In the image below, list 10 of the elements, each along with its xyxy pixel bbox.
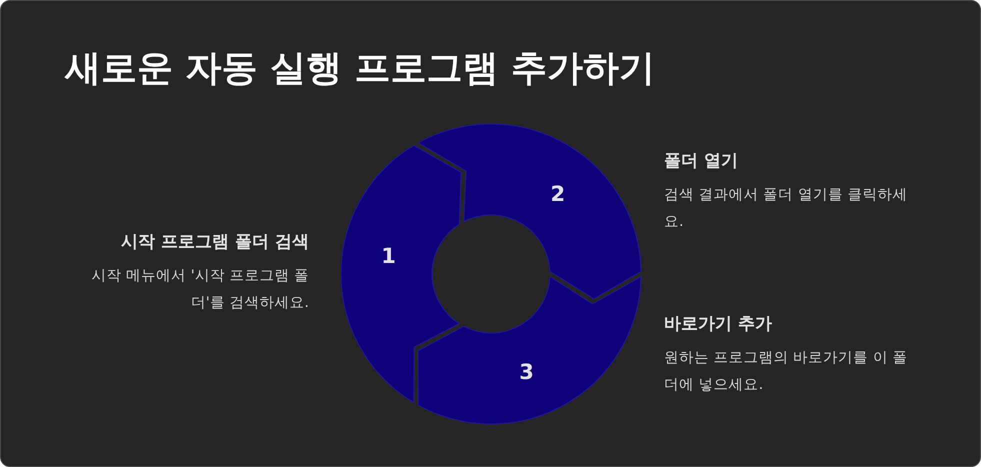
- step-number: 2: [550, 182, 566, 206]
- step-heading: 바로가기 추가: [664, 313, 773, 336]
- title: 새로운 자동 실행 프로그램 추가하기: [65, 47, 656, 91]
- step-number: 1: [381, 244, 396, 268]
- step-heading: 시작 프로그램 폴더 검색: [120, 231, 309, 254]
- step-number: 3: [519, 360, 534, 384]
- step-heading: 폴더 열기: [664, 150, 739, 173]
- step-description: 원하는 프로그램의 바로가기를 이 폴더에 넣으세요.: [664, 349, 908, 395]
- step-description: 시작 메뉴에서 '시작 프로그램 폴더'를 검색하세요.: [90, 267, 309, 313]
- step-description: 검색 결과에서 폴더 열기를 클릭하세요.: [664, 186, 908, 232]
